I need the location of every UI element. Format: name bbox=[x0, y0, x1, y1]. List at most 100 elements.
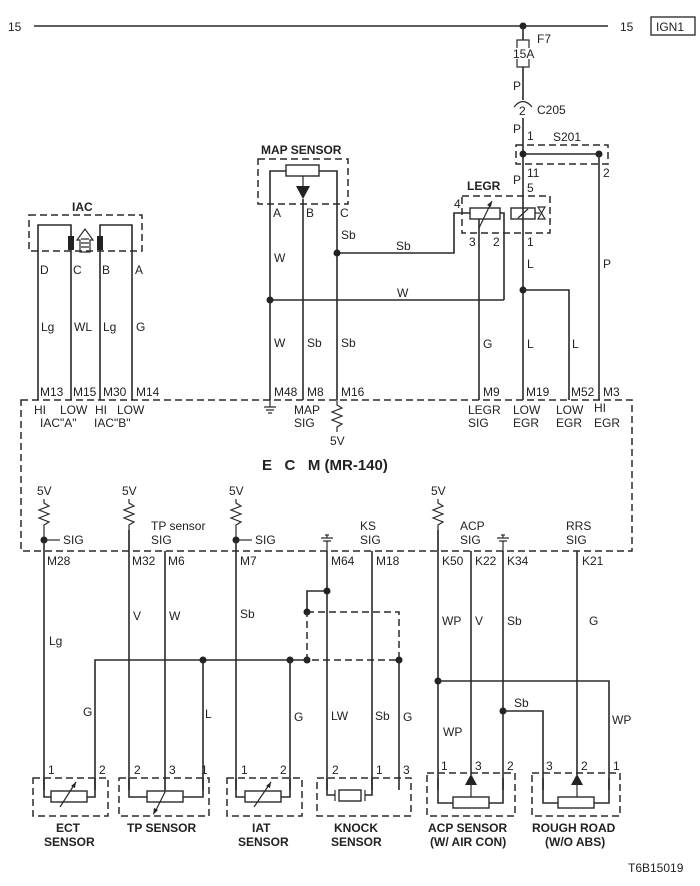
wire-color: WP bbox=[442, 614, 461, 628]
terminal-m52: M52 bbox=[571, 385, 595, 399]
terminal-m7: M7 bbox=[240, 554, 257, 568]
acp-pin-3: 3 bbox=[475, 759, 482, 773]
ect-pin-2: 2 bbox=[99, 763, 106, 777]
knock-title-2: SENSOR bbox=[331, 835, 382, 849]
tp-sensor-sig-label: TP sensor bbox=[151, 519, 205, 533]
terminal-m28: M28 bbox=[47, 554, 71, 568]
tp-pin-3: 3 bbox=[169, 763, 176, 777]
iac-pin-b: B bbox=[102, 263, 110, 277]
wire-color: V bbox=[133, 609, 141, 623]
func-egr: EGR bbox=[556, 416, 582, 430]
iac-pin-c: C bbox=[73, 263, 82, 277]
iac-group-b: IAC"B" bbox=[94, 416, 131, 430]
legr-box bbox=[461, 195, 551, 234]
map-pin-a: A bbox=[273, 206, 281, 220]
terminal-m6: M6 bbox=[168, 554, 185, 568]
thermistor-icon bbox=[244, 790, 282, 803]
supply-5v: 5V bbox=[431, 484, 446, 498]
supply-5v: 5V bbox=[37, 484, 52, 498]
splice-s201: 1 S201 11 2 P P bbox=[513, 129, 611, 400]
rrs-sig: SIG bbox=[566, 533, 587, 547]
ground-icon bbox=[264, 406, 276, 414]
acp-pin-2: 2 bbox=[507, 759, 514, 773]
ect-pin-1: 1 bbox=[48, 763, 55, 777]
pullup-resistor-icon bbox=[431, 499, 445, 550]
ect-sensor: 1 2 ECT SENSOR bbox=[32, 763, 109, 849]
knock-pin-1: 1 bbox=[376, 763, 383, 777]
wire-color: WP bbox=[612, 713, 631, 727]
acp-pin-1: 1 bbox=[441, 759, 448, 773]
knock-pin-2: 2 bbox=[332, 763, 339, 777]
splice-pin-2: 2 bbox=[603, 166, 610, 180]
wire-color: P bbox=[513, 173, 521, 187]
ign1-box bbox=[650, 16, 696, 36]
splice-name: S201 bbox=[553, 130, 581, 144]
ground-icon bbox=[321, 534, 333, 542]
iat-sensor: 1 2 IAT SENSOR bbox=[226, 763, 303, 849]
func-hi: HI bbox=[594, 401, 606, 415]
map-pin-c: C bbox=[340, 206, 349, 220]
iat-title: IAT bbox=[252, 821, 271, 835]
lower-harness: Lg V W Sb LW Sb G L G G WP WP WP bbox=[43, 530, 631, 790]
iac-box bbox=[28, 214, 143, 252]
iac-title: IAC bbox=[72, 200, 93, 214]
rrs-pin-3: 3 bbox=[546, 759, 553, 773]
iac-coil-icon bbox=[97, 236, 103, 250]
valve-icon bbox=[536, 206, 547, 220]
ecm-module: E C M (MR-140) M13 M15 M30 M14 M48 M8 M1… bbox=[20, 385, 633, 568]
wire-color: Sb bbox=[375, 709, 390, 723]
terminal-m32: M32 bbox=[132, 554, 156, 568]
iac-pin-a: A bbox=[135, 263, 143, 277]
acp-title: ACP SENSOR bbox=[428, 821, 507, 835]
connector-name: C205 bbox=[537, 103, 566, 117]
wire-color: G bbox=[589, 614, 598, 628]
rrs-title-2: (W/O ABS) bbox=[545, 835, 605, 849]
power-rail: 15 15 IGN1 bbox=[8, 16, 696, 36]
wire-color: WP bbox=[443, 725, 462, 739]
terminal-m9: M9 bbox=[483, 385, 500, 399]
func-low: LOW bbox=[513, 403, 541, 417]
ign1-label: IGN1 bbox=[656, 20, 684, 34]
terminal-m8: M8 bbox=[307, 385, 324, 399]
knock-pin-3: 3 bbox=[403, 763, 410, 777]
wire-color: L bbox=[527, 257, 534, 271]
acp-sensor: 1 3 2 ACP SENSOR (W/ AIR CON) bbox=[426, 759, 516, 849]
rrs-pin-1: 1 bbox=[613, 759, 620, 773]
terminal-m16: M16 bbox=[341, 385, 365, 399]
legr-pin-5: 5 bbox=[527, 181, 534, 195]
rrs-title: ROUGH ROAD bbox=[532, 821, 616, 835]
ks-label: KS bbox=[360, 519, 376, 533]
tp-sig: SIG bbox=[151, 533, 172, 547]
wire-color: Sb bbox=[307, 336, 322, 350]
piezo-icon bbox=[338, 789, 362, 802]
wire-color: Lg bbox=[41, 320, 54, 334]
wire-color: Sb bbox=[341, 336, 356, 350]
wire-color: G bbox=[403, 710, 412, 724]
supply-5v: 5V bbox=[122, 484, 137, 498]
map-title: MAP SENSOR bbox=[261, 143, 342, 157]
terminal-m64: M64 bbox=[331, 554, 355, 568]
wire-color: P bbox=[513, 79, 521, 93]
acp-title-2: (W/ AIR CON) bbox=[430, 835, 506, 849]
wire-color: L bbox=[205, 707, 212, 721]
iac-motor: IAC D C B A Lg WL Lg G bbox=[28, 200, 145, 400]
func-sig: SIG bbox=[294, 416, 315, 430]
wire-color: L bbox=[572, 337, 579, 351]
iat-title-2: SENSOR bbox=[238, 835, 289, 849]
splice-box bbox=[515, 144, 609, 165]
connector-icon bbox=[513, 100, 533, 108]
wire-color: Sb bbox=[396, 239, 411, 253]
pullup-resistor-icon bbox=[122, 499, 136, 550]
acp-label: ACP bbox=[460, 519, 485, 533]
terminal-m14: M14 bbox=[136, 385, 160, 399]
wire-color: L bbox=[527, 337, 534, 351]
figure-id: T6B15019 bbox=[628, 861, 684, 875]
wire-color: V bbox=[475, 614, 483, 628]
legr-pin-2: 2 bbox=[493, 235, 500, 249]
legr-potentiometer-icon bbox=[469, 207, 501, 220]
func-sig: SIG bbox=[255, 533, 276, 547]
wire-color: LW bbox=[331, 709, 349, 723]
wire-color: Sb bbox=[507, 614, 522, 628]
splice-pin-11: 11 bbox=[527, 166, 540, 180]
wire-color: W bbox=[274, 336, 286, 350]
